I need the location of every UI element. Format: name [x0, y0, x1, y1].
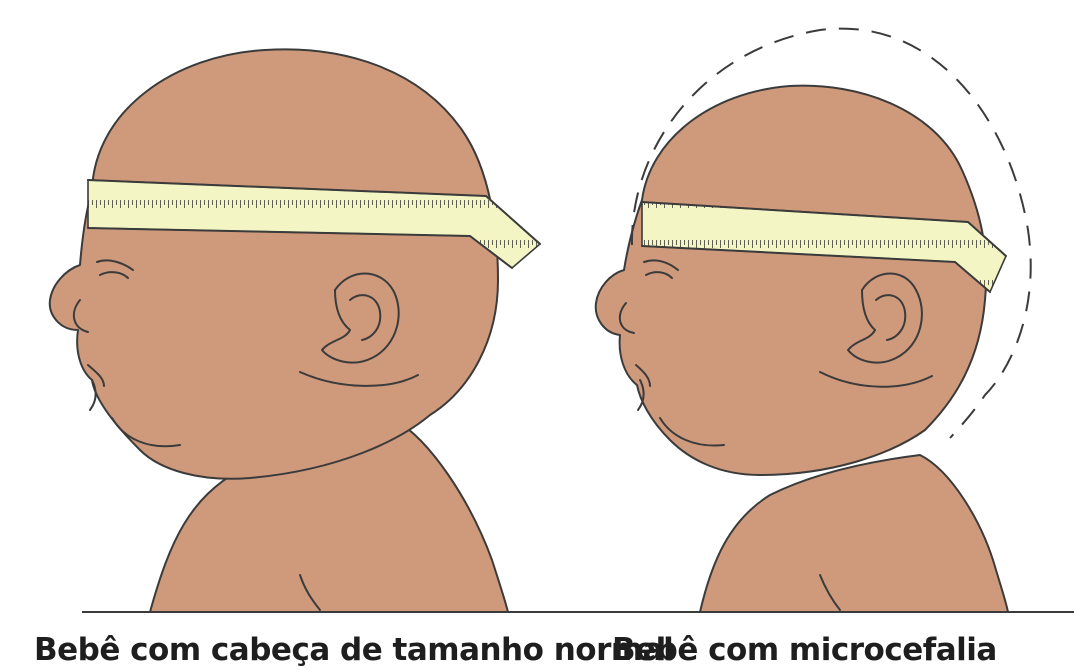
baby-micro-body	[700, 455, 1008, 612]
baby-micro-head	[596, 86, 987, 475]
caption-normal-head: Bebê com cabeça de tamanho normal	[34, 632, 673, 668]
baby-normal-head	[50, 49, 498, 478]
baby-normal	[50, 49, 540, 612]
baby-microcephaly	[596, 29, 1031, 612]
caption-microcephaly: Bebê com microcefalia	[612, 632, 997, 668]
